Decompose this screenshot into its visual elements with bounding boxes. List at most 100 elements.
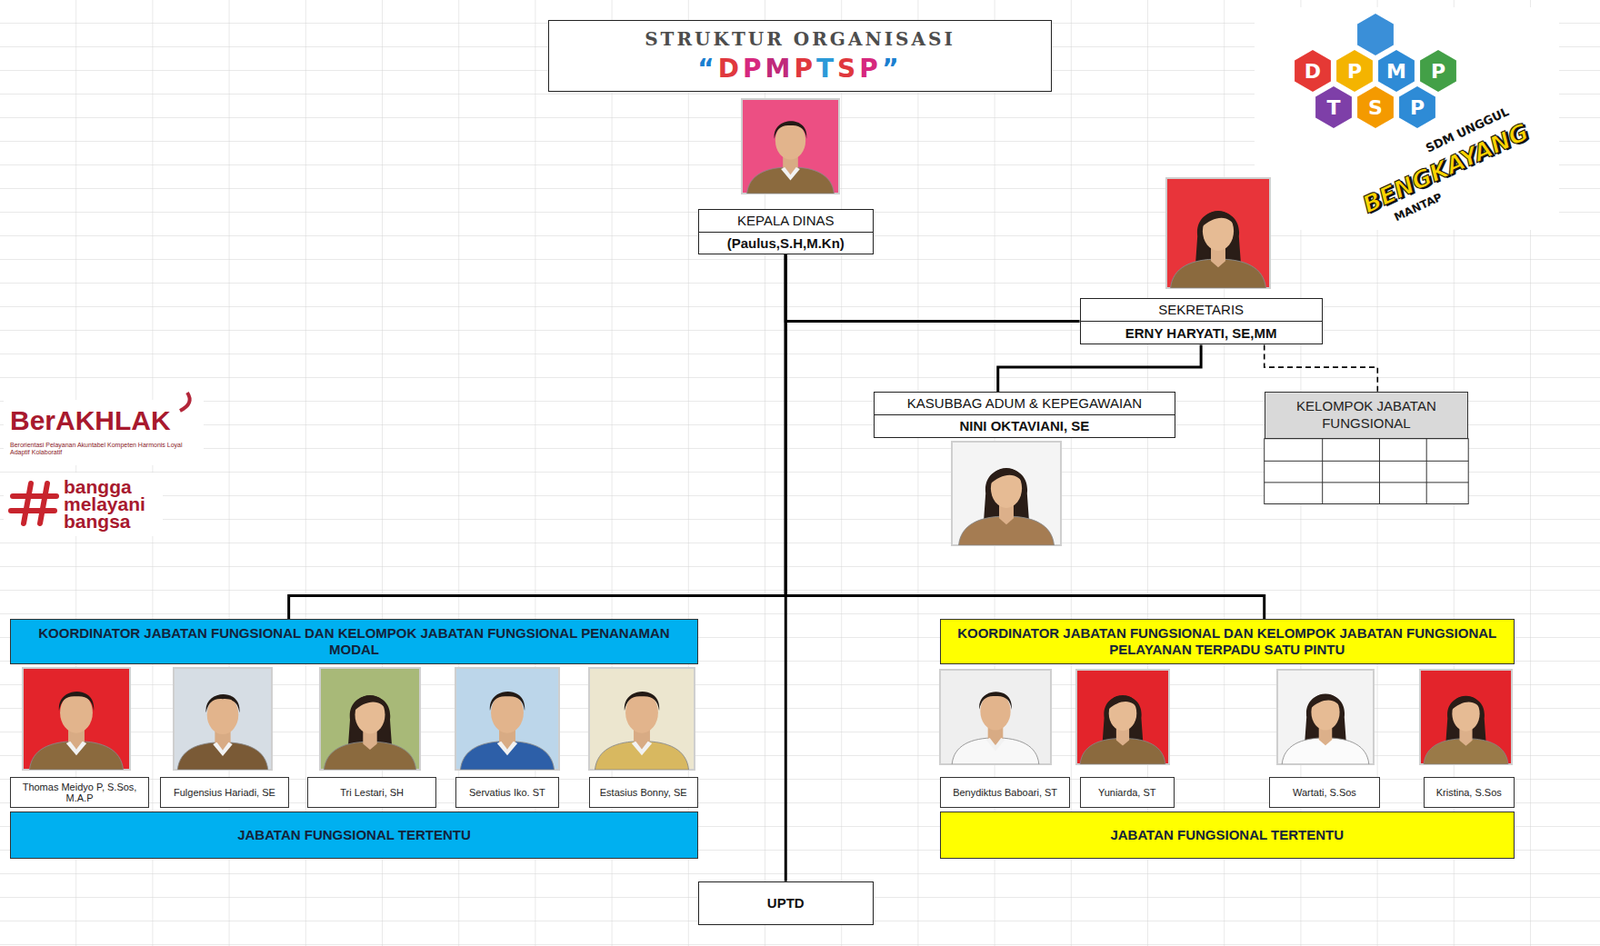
logo-hex [1357, 86, 1394, 129]
person-photo [951, 691, 1040, 765]
logo-tagline: Berorientasi Pelayanan Akuntabel Kompete… [10, 441, 192, 457]
logo-letter: P [1430, 60, 1446, 83]
person-photo [323, 695, 416, 770]
logo-hex [1378, 50, 1415, 92]
node-text: NINI OKTAVIANI, SE [874, 414, 1175, 438]
coordinator-band: JABATAN FUNGSIONAL TERTENTU [10, 811, 699, 860]
node-text: KELOMPOK JABATAN FUNGSIONAL [1265, 396, 1468, 435]
table-frame [1264, 439, 1470, 505]
node-text: STRUKTUR ORGANISASI [549, 26, 1051, 52]
title-letter: T [816, 53, 838, 84]
node-text: Wartati, S.Sos [1270, 786, 1379, 800]
person-photo [29, 691, 123, 770]
person-photo [594, 691, 689, 770]
node-text: KEPALA DINAS [699, 210, 873, 232]
name-box: Servatius Iko. ST [455, 777, 560, 809]
node-text: ERNY HARYATI, SE,MM [1080, 320, 1322, 344]
logo-letter: M [1386, 60, 1407, 83]
node-text: KOORDINATOR JABATAN FUNGSIONAL DAN KELOM… [940, 622, 1514, 661]
photo-frame [1420, 670, 1512, 765]
name-box: Wartati, S.Sos [1269, 777, 1380, 809]
position-box: KASUBBAG ADUM & KEPEGAWAIANNINI OKTAVIAN… [873, 391, 1176, 439]
photo-frame [1076, 670, 1170, 765]
photo-frame [320, 668, 420, 770]
node-text: KOORDINATOR JABATAN FUNGSIONAL DAN KELOM… [10, 622, 698, 661]
hash-stroke [10, 508, 55, 514]
node-text: UPTD [699, 893, 873, 913]
logo-hex [1357, 13, 1394, 56]
position-box: SEKRETARISERNY HARYATI, SE,MM [1080, 298, 1323, 346]
logo-ground [3, 472, 163, 537]
connector-line [784, 254, 788, 882]
title-letter: ” [881, 53, 902, 84]
name-box: Fulgensius Hariadi, SE [160, 777, 289, 809]
title-letter: P [742, 53, 766, 84]
title-letter: “ [697, 53, 718, 84]
connector-line [1264, 344, 1379, 392]
connector-line [289, 254, 787, 620]
person-photo [1423, 696, 1509, 765]
photo-frame [741, 99, 840, 194]
dpmptsp-logo [1294, 13, 1457, 129]
logo-letter: T [1326, 96, 1340, 120]
node-text: Yuniarda, ST [1080, 786, 1174, 800]
hash-stroke [12, 493, 57, 500]
person-photo [1080, 695, 1166, 765]
title-box: STRUKTUR ORGANISASI“DPMPTSP” [548, 20, 1052, 92]
name-box: Tri Lestari, SH [307, 777, 438, 809]
logo-ground [1254, 7, 1560, 230]
name-box: Kristina, S.Sos [1423, 777, 1515, 809]
photo-frame [1166, 178, 1270, 289]
node-text: Thomas Meidyo P, S.Sos, M.A.P [10, 780, 149, 805]
logo-letter: D [1304, 60, 1321, 83]
connector-line [785, 254, 1080, 321]
coordinator-band: KOORDINATOR JABATAN FUNGSIONAL DAN KELOM… [10, 619, 699, 664]
title-letter: D [718, 53, 743, 84]
logo-letter: S [1368, 96, 1383, 120]
node-text: “DPMPTSP” [549, 51, 1051, 86]
photo-frame [173, 668, 272, 770]
group-box: KELOMPOK JABATAN FUNGSIONAL [1264, 391, 1469, 440]
unit-box: UPTD [698, 881, 874, 926]
logo-ground [3, 400, 204, 466]
coordinator-band: JABATAN FUNGSIONAL TERTENTU [940, 811, 1515, 860]
person-photo [1281, 694, 1370, 765]
position-box: KEPALA DINAS(Paulus,S.H,M.Kn) [698, 209, 874, 255]
name-box: Estasius Bonny, SE [589, 777, 699, 809]
title-letter: S [837, 53, 860, 84]
title-letter: P [793, 53, 817, 84]
photo-frame [22, 668, 130, 770]
name-box: Yuniarda, ST [1080, 777, 1175, 809]
logo-hex [1294, 50, 1331, 92]
person-photo [1170, 210, 1267, 289]
logo-letter: P [1410, 96, 1425, 120]
slogan-text: bangga melayani bangsa [63, 479, 146, 531]
photo-frame [455, 668, 560, 770]
photo-frame [1277, 670, 1374, 765]
node-text: Benydiktus Baboari, ST [940, 786, 1070, 800]
hash-stroke [23, 483, 31, 524]
title-letter: P [859, 53, 882, 84]
node-text: SEKRETARIS [1080, 299, 1322, 321]
photo-frame [589, 668, 695, 770]
person-photo [959, 468, 1055, 546]
node-text: Tri Lestari, SH [308, 786, 437, 800]
photo-frame [940, 670, 1051, 765]
name-box: Benydiktus Baboari, ST [940, 777, 1071, 809]
title-letter: M [765, 53, 795, 84]
connector-line [998, 344, 1201, 392]
logo-hex [1420, 50, 1457, 92]
coordinator-band: KOORDINATOR JABATAN FUNGSIONAL DAN KELOM… [940, 619, 1515, 664]
logo-hex [1336, 50, 1373, 92]
node-text: JABATAN FUNGSIONAL TERTENTU [10, 824, 698, 847]
photos [22, 99, 1512, 770]
node-text: Fulgensius Hariadi, SE [160, 786, 288, 800]
photo-frame [951, 441, 1061, 546]
hash-symbol [10, 483, 57, 524]
node-text: Kristina, S.Sos [1424, 786, 1514, 800]
node-text: KASUBBAG ADUM & KEPEGAWAIAN [874, 392, 1175, 415]
name-box: Thomas Meidyo P, S.Sos, M.A.P [10, 777, 150, 809]
person-photo [747, 120, 835, 194]
